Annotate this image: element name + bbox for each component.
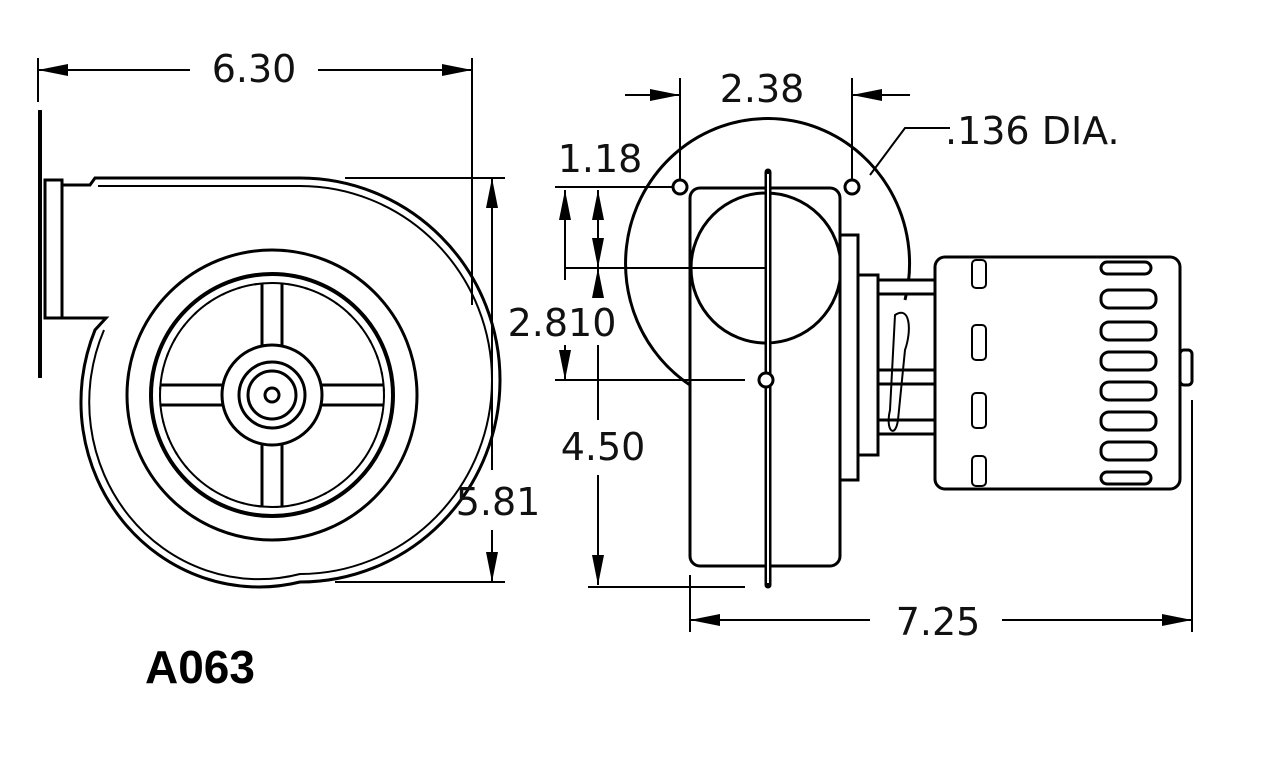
mount-hole-right [843, 178, 861, 196]
dim-hole-spacing: 2.38 [625, 67, 910, 180]
cooling-fan [887, 311, 910, 432]
dim-inlet-offset: 2.810 [508, 190, 745, 381]
inlet-ring [125, 248, 419, 542]
dim-label-7-25: 7.25 [896, 600, 981, 644]
motor-strut [876, 278, 938, 296]
dim-label-6-30: 6.30 [212, 47, 297, 91]
wheel-spokes [161, 284, 383, 506]
shaft-center [757, 371, 775, 389]
dim-label-1-18: 1.18 [558, 137, 643, 181]
dim-hole-offset: 1.18 [555, 137, 765, 269]
dim-label-4-50: 4.50 [561, 425, 646, 469]
mounting-flange [624, 117, 912, 387]
dim-label-136-dia: .136 DIA. [945, 109, 1120, 153]
model-code: A063 [145, 641, 255, 693]
shaft-hole [263, 386, 281, 404]
motor-mount [856, 273, 880, 457]
side-view [624, 117, 1194, 589]
dim-label-2-810: 2.810 [508, 301, 617, 345]
motor-side-slots [971, 259, 987, 487]
motor-strut [876, 418, 938, 436]
hub-outer [220, 343, 324, 447]
wheel-blades [159, 282, 385, 508]
dim-hole-diameter: .136 DIA. [869, 109, 1120, 176]
dim-overall-length: 7.25 [689, 400, 1193, 644]
scroll-housing-outer [62, 176, 502, 589]
motor-vent-slots [1099, 260, 1158, 486]
wheel-rim [149, 272, 395, 518]
dim-label-5-81: 5.81 [456, 480, 541, 524]
back-plate [838, 233, 860, 482]
motor-strut [876, 368, 938, 386]
hub-inner [246, 369, 298, 421]
dim-label-2-38: 2.38 [720, 67, 805, 111]
mount-hole-left [671, 178, 689, 196]
wheel-inner [159, 282, 385, 508]
hub-mid [237, 360, 307, 430]
scroll-housing-inner [88, 185, 493, 581]
motor-end-cap [1178, 348, 1194, 387]
motor-body [933, 255, 1182, 491]
outlet-flange [43, 178, 64, 320]
front-view [38, 110, 502, 589]
dim-overall-width: 6.30 [37, 47, 473, 305]
dim-overall-height: 5.81 [335, 177, 541, 583]
dim-outlet-height: 4.50 [561, 268, 745, 588]
